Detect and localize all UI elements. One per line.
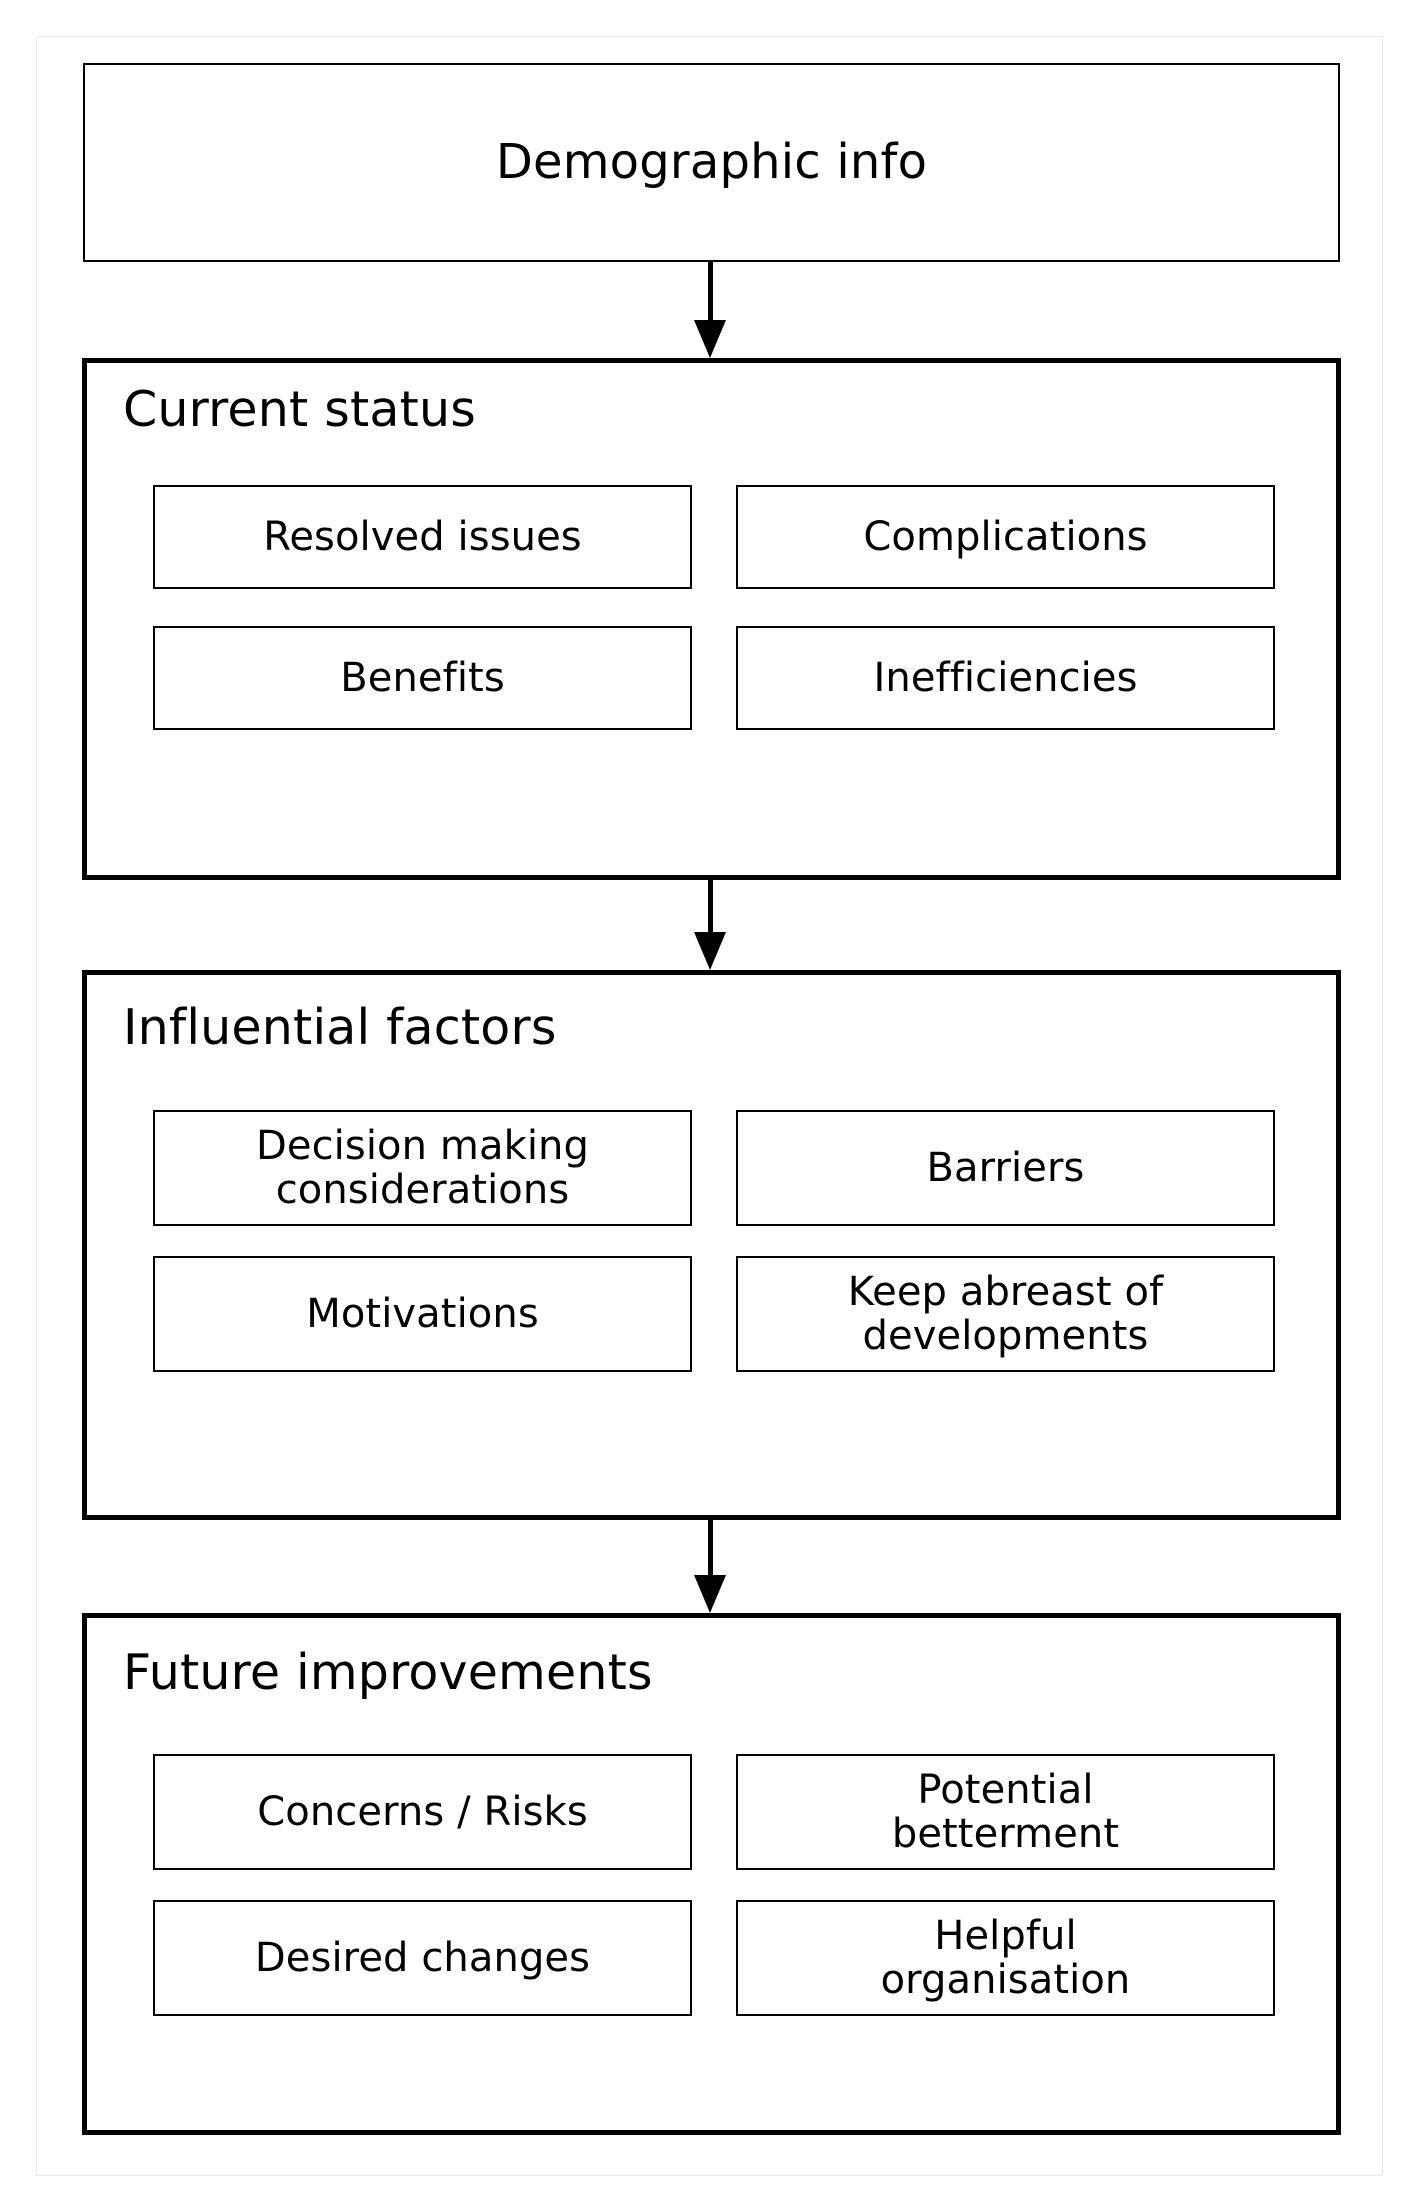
section-current-status-grid: Resolved issues Complications Benefits I…: [153, 485, 1275, 730]
arrow-down-icon-3: [694, 1520, 726, 1613]
node-demographic-info: Demographic info: [83, 63, 1340, 262]
arrow-shaft: [708, 262, 713, 320]
sub-node-decision-making-considerations-label: Decision making considerations: [255, 1123, 589, 1213]
section-current-status: Current status Resolved issues Complicat…: [82, 358, 1341, 880]
sub-node-row: Motivations Keep abreast of developments: [153, 1256, 1275, 1372]
sub-node-resolved-issues-label: Resolved issues: [263, 514, 582, 560]
section-future-improvements-title: Future improvements: [123, 1644, 653, 1701]
arrow-head: [694, 932, 726, 970]
sub-node-motivations-label: Motivations: [306, 1291, 539, 1337]
sub-node-benefits-label: Benefits: [340, 655, 505, 701]
sub-node-row: Benefits Inefficiencies: [153, 626, 1275, 730]
sub-node-motivations: Motivations: [153, 1256, 692, 1372]
sub-node-concerns-risks: Concerns / Risks: [153, 1754, 692, 1870]
section-future-improvements: Future improvements Concerns / Risks Pot…: [82, 1613, 1341, 2135]
sub-node-keep-abreast-of-developments: Keep abreast of developments: [736, 1256, 1275, 1372]
arrow-shaft: [708, 880, 713, 932]
sub-node-inefficiencies-label: Inefficiencies: [873, 655, 1138, 701]
sub-node-decision-making-considerations: Decision making considerations: [153, 1110, 692, 1226]
arrow-down-icon-1: [694, 262, 726, 358]
sub-node-row: Resolved issues Complications: [153, 485, 1275, 589]
section-influential-factors-title: Influential factors: [123, 999, 557, 1056]
sub-node-helpful-organisation: Helpful organisation: [736, 1900, 1275, 2016]
sub-node-helpful-organisation-label: Helpful organisation: [880, 1913, 1131, 2003]
sub-node-inefficiencies: Inefficiencies: [736, 626, 1275, 730]
sub-node-row: Decision making considerations Barriers: [153, 1110, 1275, 1226]
node-demographic-info-label: Demographic info: [495, 133, 928, 190]
sub-node-potential-betterment: Potential betterment: [736, 1754, 1275, 1870]
section-influential-factors-grid: Decision making considerations Barriers …: [153, 1110, 1275, 1372]
arrow-down-icon-2: [694, 880, 726, 970]
sub-node-keep-abreast-of-developments-label: Keep abreast of developments: [847, 1269, 1164, 1359]
sub-node-potential-betterment-label: Potential betterment: [891, 1767, 1120, 1857]
sub-node-desired-changes-label: Desired changes: [254, 1935, 591, 1981]
section-current-status-title: Current status: [123, 381, 476, 438]
sub-node-complications: Complications: [736, 485, 1275, 589]
sub-node-row: Desired changes Helpful organisation: [153, 1900, 1275, 2016]
sub-node-resolved-issues: Resolved issues: [153, 485, 692, 589]
sub-node-complications-label: Complications: [863, 514, 1148, 560]
section-influential-factors: Influential factors Decision making cons…: [82, 970, 1341, 1520]
arrow-shaft: [708, 1520, 713, 1575]
sub-node-row: Concerns / Risks Potential betterment: [153, 1754, 1275, 1870]
arrow-head: [694, 320, 726, 358]
sub-node-desired-changes: Desired changes: [153, 1900, 692, 2016]
section-future-improvements-grid: Concerns / Risks Potential betterment De…: [153, 1754, 1275, 2016]
sub-node-concerns-risks-label: Concerns / Risks: [257, 1789, 588, 1835]
sub-node-barriers-label: Barriers: [926, 1145, 1085, 1191]
arrow-head: [694, 1575, 726, 1613]
sub-node-barriers: Barriers: [736, 1110, 1275, 1226]
sub-node-benefits: Benefits: [153, 626, 692, 730]
